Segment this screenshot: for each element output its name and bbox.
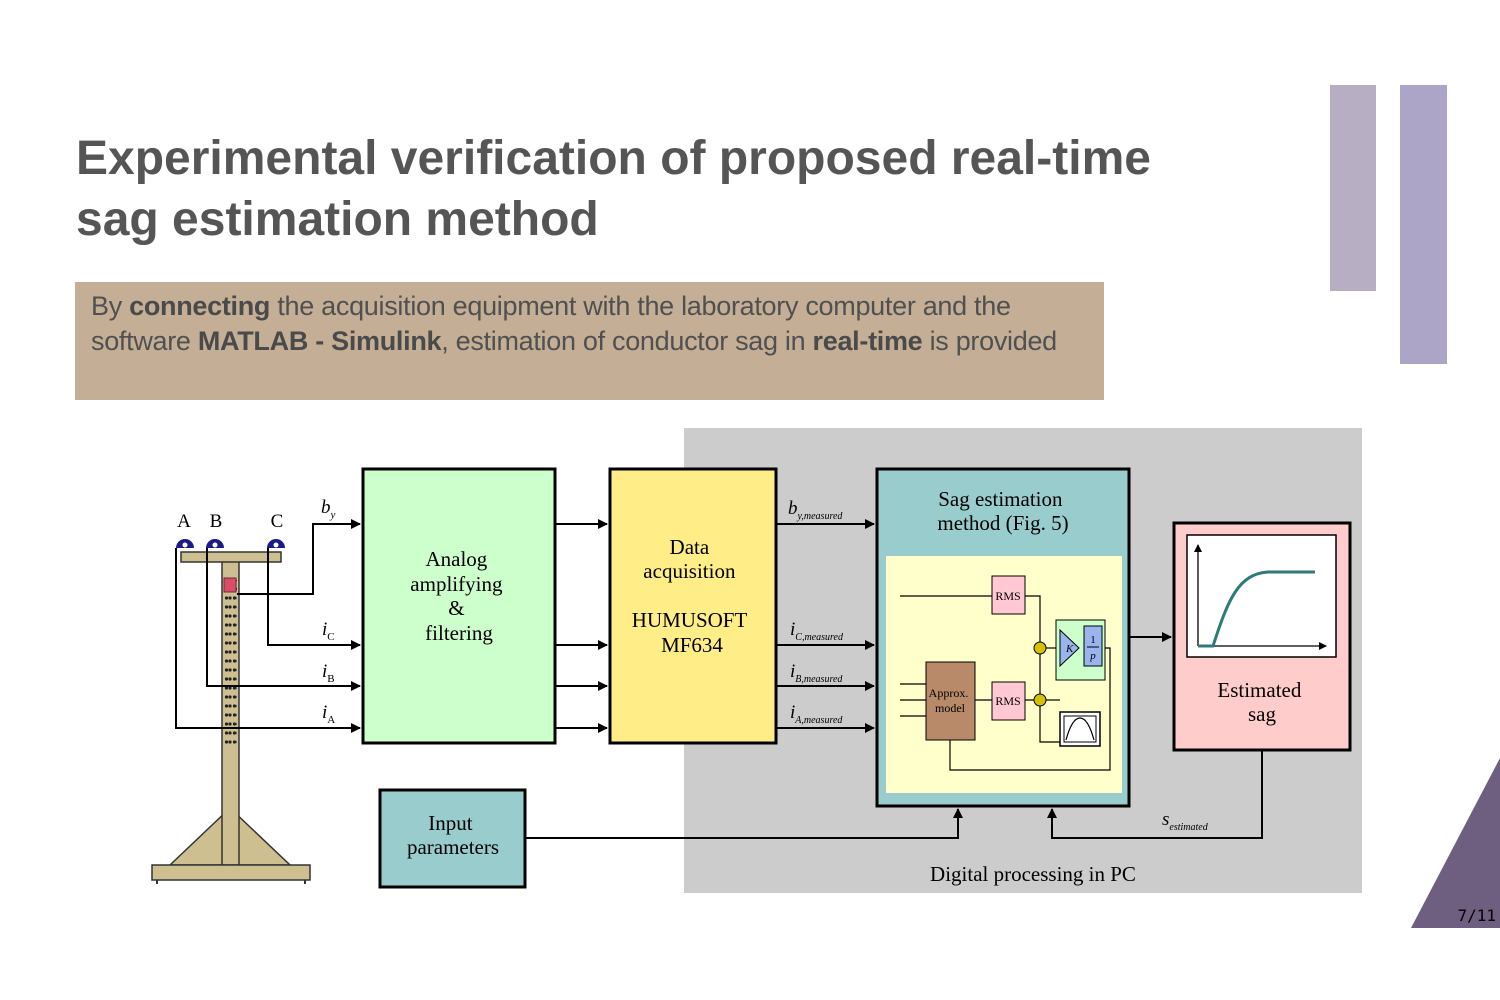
phase-a-label: A (177, 511, 191, 532)
decor-bar-purple (1400, 85, 1447, 364)
phase-c-label: C (271, 511, 284, 532)
gain-block (1059, 628, 1080, 668)
sum-node-top (1033, 641, 1047, 655)
signal-ib-label: iB (322, 661, 335, 685)
sag-plot-frame (1186, 534, 1337, 658)
input-to-method-line (525, 808, 963, 839)
approx-model-label: Approx. model (929, 686, 972, 715)
intro-bold-realtime: real-time (812, 326, 923, 356)
rms-block-bottom (991, 681, 1026, 721)
analog-block (361, 467, 557, 745)
intro-bold-matlab: MATLAB - Simulink (197, 326, 442, 356)
signal-ic-label: iC (322, 619, 335, 643)
signal-by-measured-label: by,measured (788, 498, 843, 522)
rms-block-top (991, 575, 1026, 615)
intro-bold-connecting: connecting (129, 291, 271, 321)
title-line-2: sag estimation method (76, 193, 599, 246)
analog-block-label: Analog amplifying & filtering (410, 547, 507, 645)
signal-ic-measured-label: iC,measured (790, 619, 844, 643)
daq-block-label: Data acquisition HUMUSOFT MF634 (632, 535, 752, 657)
slide-title: Experimental verification of proposed re… (76, 128, 1276, 250)
integrator-block (1083, 625, 1103, 667)
scope-block (1059, 711, 1101, 747)
intro-part-1: By (91, 291, 130, 321)
sag-method-label: Sag estimation method (Fig. 5) (937, 487, 1068, 535)
signal-ia-measured-label: iA,measured (790, 702, 843, 726)
insulators (176, 539, 285, 548)
phase-b-label: B (210, 511, 223, 532)
approx-model-block (925, 661, 976, 741)
integrator-denominator: p (1089, 650, 1096, 662)
rms-top-label: RMS (995, 589, 1020, 603)
daq-to-method-arrows (776, 519, 875, 733)
intro-part-4: is provided (922, 326, 1058, 356)
sum-node-bottom (1033, 693, 1047, 707)
rms-bottom-label: RMS (995, 694, 1020, 708)
feedback-line (1047, 750, 1263, 839)
estimated-sag-label: Estimated sag (1217, 678, 1306, 726)
decor-bar-grey (1330, 85, 1376, 291)
intro-text-box: By connecting the acquisition equipment … (75, 282, 1104, 400)
page-number: 7/11 (1457, 906, 1496, 925)
analog-to-daq-arrows (555, 519, 608, 733)
signal-ia-label: iA (322, 702, 335, 726)
title-line-1: Experimental verification of proposed re… (76, 132, 1151, 185)
signal-ib-measured-label: iB,measured (790, 661, 843, 685)
gain-label: K (1065, 643, 1074, 655)
signal-s-estimated-label: sestimated (1162, 809, 1209, 833)
input-parameters-label: Input parameters (407, 811, 499, 859)
input-parameters-block (378, 788, 527, 889)
integrator-numerator: 1 (1090, 634, 1096, 646)
transmission-pole (151, 551, 311, 884)
intro-part-2: the acquisition equipment with the labor… (91, 291, 1011, 356)
daq-block (608, 467, 778, 745)
sag-plot-curve (1198, 570, 1315, 648)
intro-part-3: , estimation of conductor sag in (441, 326, 813, 356)
signal-by-label: by (321, 497, 336, 521)
pole-wiring (175, 519, 361, 733)
digital-processing-label: Digital processing in PC (930, 862, 1136, 886)
